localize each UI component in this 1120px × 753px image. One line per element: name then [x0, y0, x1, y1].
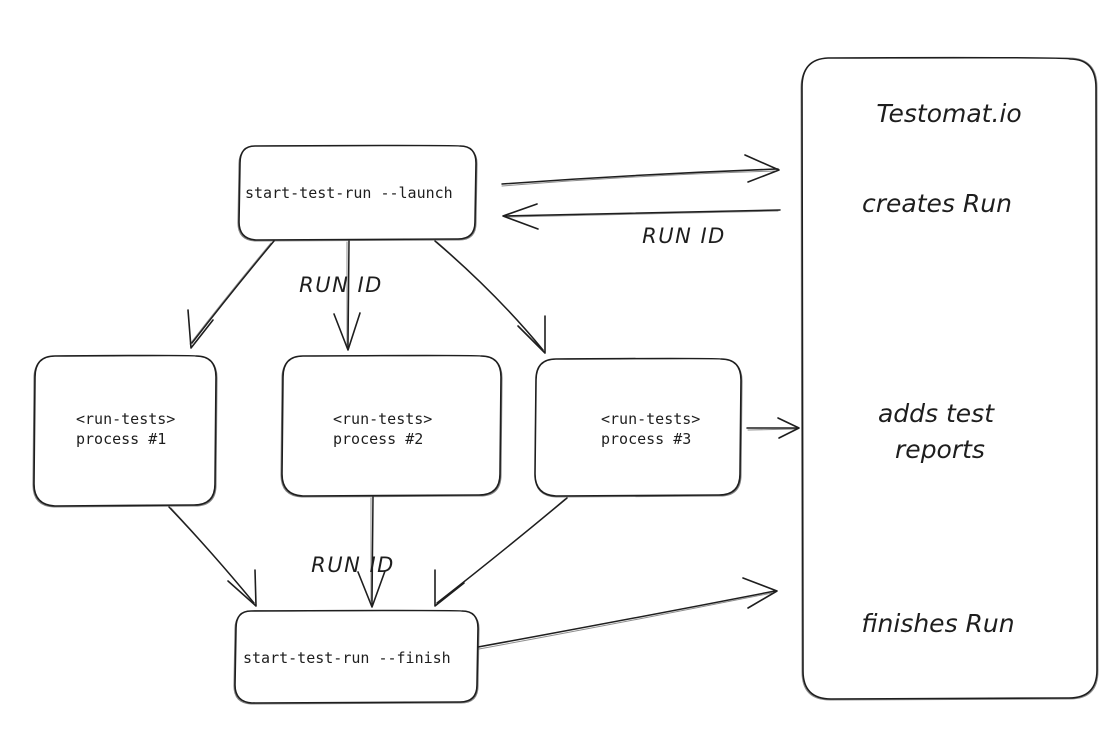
edge-launch-to-process1-line-ghost [189, 242, 272, 345]
edge-process3-to-finish-line [436, 497, 568, 604]
edge-launch-to-process3-line [434, 240, 544, 351]
edge-label-run-id-fanout: RUN ID [299, 273, 383, 297]
edge-launch-to-testomat [501, 154, 780, 187]
edge-launch-to-testomat-line [501, 168, 779, 185]
edge-launch-to-process2-arrowhead [333, 312, 361, 351]
node-finish-outline [234, 609, 479, 704]
node-launch-outline [238, 144, 477, 241]
edge-finish-to-panel [477, 577, 778, 650]
node-process3-label-line2: process #3 [601, 430, 691, 448]
edge-launch-to-process2-line [347, 240, 350, 348]
panel-label-adds-test: adds test [878, 399, 995, 428]
edge-launch-to-process3-line-ghost [436, 241, 542, 349]
edge-process2-to-finish-arrowhead [357, 570, 386, 608]
node-finish-label: start-test-run --finish [243, 649, 451, 667]
edge-label-run-id-return: RUN ID [642, 224, 726, 248]
edge-process1-to-finish-arrowhead [227, 569, 257, 607]
edge-process2-to-finish-line [371, 496, 374, 605]
testomat-panel[interactable] [800, 56, 1099, 701]
panel-label-reports: reports [895, 435, 985, 464]
edge-label-run-id-converge: RUN ID [311, 553, 395, 577]
edge-launch-to-process2: RUN ID [299, 240, 383, 351]
node-run-tests-process-3[interactable]: <run-tests> process #3 [534, 357, 743, 498]
edge-process1-to-finish [168, 506, 257, 607]
panel-label-creates-run: creates Run [862, 189, 1012, 218]
node-process3-outline [534, 357, 742, 497]
node-process1-label-line2: process #1 [76, 430, 166, 448]
edge-launch-to-process3 [434, 240, 546, 354]
node-launch-label: start-test-run --launch [245, 184, 453, 202]
edge-process3-to-panel [746, 417, 800, 439]
panel-label-testomat-io: Testomat.io [876, 99, 1021, 128]
node-run-tests-process-2[interactable]: <run-tests> process #2 [280, 354, 503, 498]
edge-launch-to-process1 [187, 240, 275, 349]
edge-testomat-to-launch-arrowhead [502, 203, 539, 230]
edge-process3-to-finish [434, 497, 568, 607]
edge-finish-to-panel-line [477, 590, 776, 648]
node-process2-label-line1: <run-tests> [333, 410, 432, 428]
node-process1-outline [33, 354, 217, 507]
edge-process1-to-finish-line [168, 506, 255, 604]
node-process2-label-line2: process #2 [333, 430, 423, 448]
node-process3-label-line1: <run-tests> [601, 410, 700, 428]
edge-finish-to-panel-line-ghost [478, 592, 773, 650]
node-process2-outline [281, 354, 502, 497]
edge-finish-to-panel-arrowhead [742, 577, 778, 609]
edge-process3-to-panel-arrowhead [777, 417, 800, 439]
edge-testomat-to-launch-line-ghost [505, 210, 779, 218]
edge-launch-to-testomat-line-ghost [501, 170, 776, 187]
edge-process3-to-finish-arrowhead [434, 569, 465, 607]
node-start-test-run-launch[interactable]: start-test-run --launch [237, 144, 478, 242]
node-run-tests-process-1[interactable]: <run-tests> process #1 [32, 354, 218, 508]
panel-label-finishes-run: finishes Run [861, 609, 1014, 638]
edge-testomat-to-launch-line [503, 209, 781, 217]
edge-launch-to-process1-arrowhead [187, 309, 214, 349]
edge-launch-to-testomat-arrowhead [744, 154, 780, 183]
edge-testomat-to-launch: RUN ID [502, 203, 781, 248]
testomat-panel-outline [801, 56, 1098, 700]
edge-launch-to-process3-arrowhead [517, 315, 546, 354]
edge-launch-to-process1-line [191, 240, 275, 344]
node-start-test-run-finish[interactable]: start-test-run --finish [233, 609, 480, 705]
edge-process3-to-panel-line-ghost [747, 428, 797, 431]
edge-process2-to-finish: RUN ID [311, 496, 395, 608]
node-process1-label-line1: <run-tests> [76, 410, 175, 428]
